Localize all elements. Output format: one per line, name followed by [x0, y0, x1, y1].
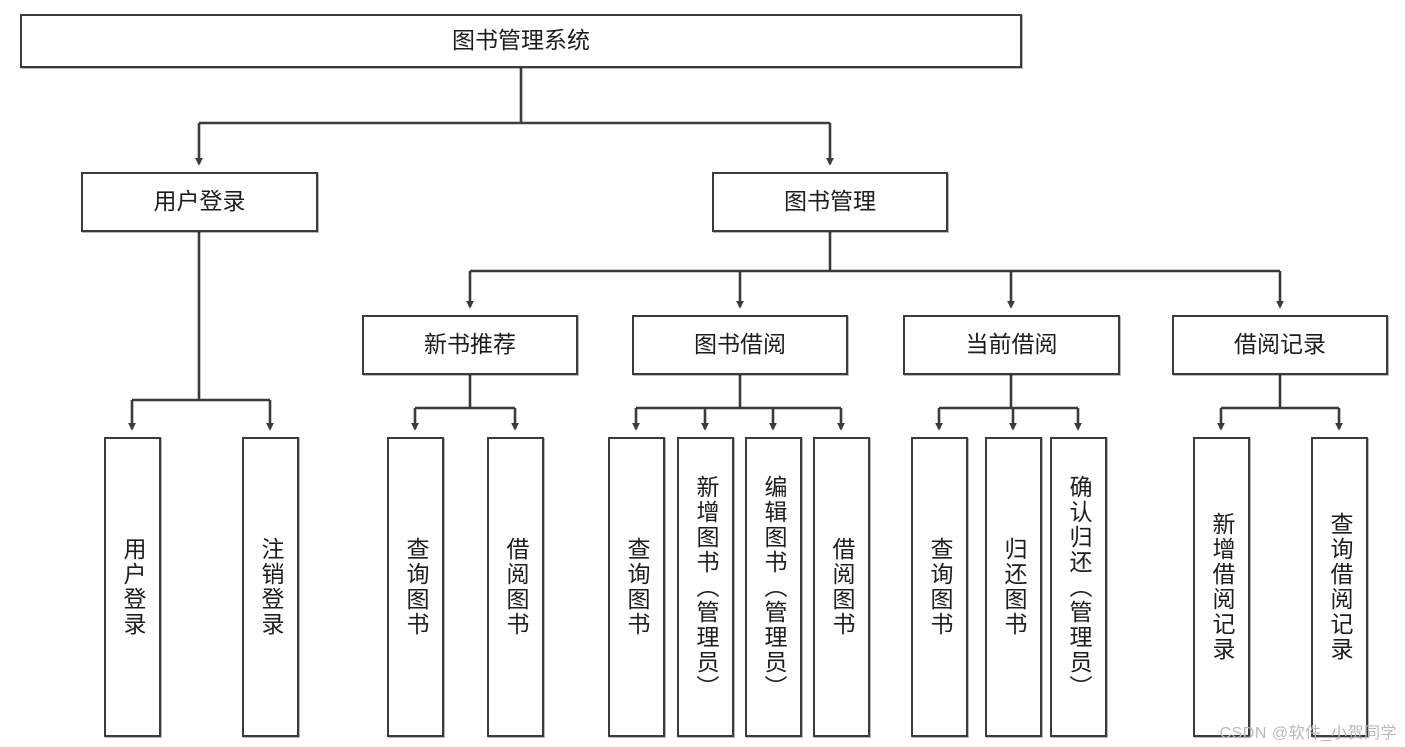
node-book-borrow[interactable]: 图书借阅	[632, 315, 848, 375]
node-leaf-add-book-label: 新增图书（管理员）	[693, 474, 719, 700]
node-leaf-logout-label: 注销登录	[258, 537, 284, 637]
node-leaf-borrow-book-1-label: 借阅图书	[503, 537, 529, 637]
node-current-borrow-label: 当前借阅	[965, 331, 1058, 358]
node-book-manage-label: 图书管理	[784, 188, 876, 215]
node-user-login-label: 用户登录	[153, 188, 246, 215]
node-leaf-user-login[interactable]: 用户登录	[104, 437, 161, 737]
node-leaf-user-login-label: 用户登录	[120, 537, 146, 637]
node-leaf-query-record-label: 查询借阅记录	[1327, 512, 1353, 662]
node-borrow-record[interactable]: 借阅记录	[1172, 315, 1388, 375]
node-book-manage[interactable]: 图书管理	[712, 172, 948, 232]
node-borrow-record-label: 借阅记录	[1234, 331, 1326, 358]
node-leaf-query-book-2-label: 查询图书	[624, 537, 650, 637]
node-new-book-recommend[interactable]: 新书推荐	[362, 315, 578, 375]
node-root[interactable]: 图书管理系统	[20, 14, 1022, 68]
node-book-borrow-label: 图书借阅	[694, 331, 786, 358]
node-leaf-return-book[interactable]: 归还图书	[985, 437, 1042, 737]
node-leaf-confirm-return[interactable]: 确认归还（管理员）	[1050, 437, 1107, 737]
node-leaf-query-book-1[interactable]: 查询图书	[387, 437, 444, 737]
node-current-borrow[interactable]: 当前借阅	[903, 315, 1120, 375]
node-leaf-query-book-3[interactable]: 查询图书	[911, 437, 968, 737]
node-leaf-borrow-book-2-label: 借阅图书	[829, 537, 855, 637]
node-leaf-add-book[interactable]: 新增图书（管理员）	[677, 437, 734, 737]
node-leaf-add-record-label: 新增借阅记录	[1209, 512, 1235, 662]
node-leaf-query-book-3-label: 查询图书	[927, 537, 953, 637]
node-leaf-logout[interactable]: 注销登录	[242, 437, 299, 737]
node-leaf-borrow-book-1[interactable]: 借阅图书	[487, 437, 544, 737]
node-new-book-recommend-label: 新书推荐	[424, 331, 516, 358]
node-leaf-edit-book[interactable]: 编辑图书（管理员）	[745, 437, 802, 737]
csdn-watermark: CSDN @软件_小贺同学	[1219, 725, 1397, 742]
node-leaf-borrow-book-2[interactable]: 借阅图书	[813, 437, 870, 737]
node-leaf-query-book-1-label: 查询图书	[403, 537, 429, 637]
node-user-login[interactable]: 用户登录	[81, 172, 318, 232]
node-leaf-confirm-return-label: 确认归还（管理员）	[1066, 474, 1092, 700]
node-root-label: 图书管理系统	[452, 27, 590, 54]
node-leaf-edit-book-label: 编辑图书（管理员）	[761, 474, 787, 700]
node-leaf-add-record[interactable]: 新增借阅记录	[1193, 437, 1250, 737]
node-leaf-return-book-label: 归还图书	[1001, 537, 1027, 637]
node-leaf-query-record[interactable]: 查询借阅记录	[1311, 437, 1368, 737]
node-leaf-query-book-2[interactable]: 查询图书	[608, 437, 665, 737]
